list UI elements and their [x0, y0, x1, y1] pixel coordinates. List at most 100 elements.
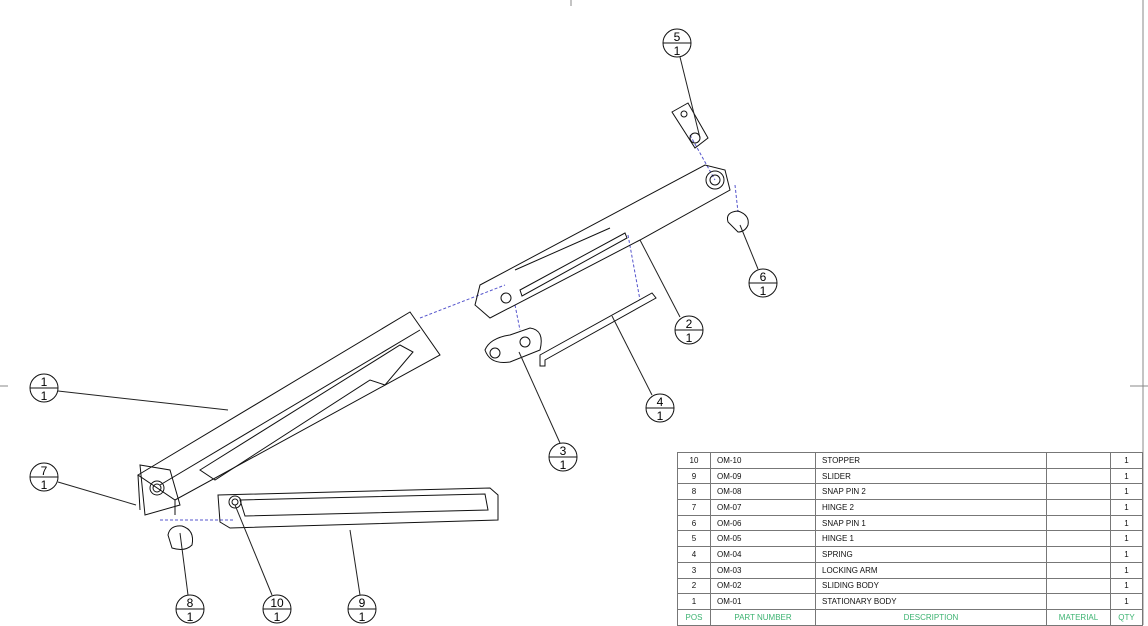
balloon-pos: 8 — [187, 596, 194, 610]
part-stationary-body — [137, 311, 441, 515]
balloon-pos: 9 — [359, 596, 366, 610]
balloon-6: 61 — [748, 268, 778, 298]
bom-cell-part-number: OM-02 — [710, 577, 816, 595]
balloon-8: 81 — [175, 594, 205, 624]
balloon-pos: 4 — [657, 395, 664, 409]
bom-cell-pos: 9 — [677, 467, 711, 485]
bom-cell-pos: 3 — [677, 561, 711, 579]
header-qty: QTY — [1110, 608, 1143, 626]
bom-cell-qty: 1 — [1110, 452, 1143, 469]
part-snap-pin-2 — [167, 525, 193, 550]
balloon-3: 31 — [548, 442, 578, 472]
bom-cell-part-number: OM-03 — [710, 561, 816, 579]
bom-cell-material — [1046, 499, 1111, 516]
bom-cell-description: SPRING — [815, 546, 1047, 563]
part-locking-arm — [484, 327, 542, 363]
part-hinge-2 — [139, 464, 181, 516]
bom-cell-description: HINGE 1 — [815, 530, 1047, 548]
bom-cell-qty: 1 — [1110, 483, 1143, 501]
header-description: DESCRIPTION — [815, 608, 1047, 626]
bom-cell-description: STOPPER — [815, 452, 1047, 469]
bom-cell-material — [1046, 467, 1111, 485]
bom-cell-qty: 1 — [1110, 593, 1143, 610]
part-sliding-body — [474, 164, 731, 319]
bom-cell-material — [1046, 577, 1111, 595]
bom-cell-pos: 10 — [677, 452, 711, 469]
bom-cell-material — [1046, 514, 1111, 532]
bom-cell-pos: 6 — [677, 514, 711, 532]
assembly-centerlines — [160, 134, 739, 521]
bom-cell-description: HINGE 2 — [815, 499, 1047, 516]
bom-cell-pos: 4 — [677, 546, 711, 563]
balloon-5: 51 — [662, 28, 692, 58]
part-slider — [217, 487, 499, 529]
balloon-4: 41 — [645, 393, 675, 423]
bom-cell-pos: 5 — [677, 530, 711, 548]
bom-cell-material — [1046, 483, 1111, 501]
bom-cell-description: SLIDER — [815, 467, 1047, 485]
balloon-pos: 10 — [270, 596, 284, 610]
balloon-7: 71 — [29, 462, 59, 492]
balloon-pos: 2 — [686, 317, 693, 331]
bom-cell-description: SLIDING BODY — [815, 577, 1047, 595]
bom-cell-material — [1046, 452, 1111, 469]
bom-cell-material — [1046, 546, 1111, 563]
balloon-9: 91 — [347, 594, 377, 624]
balloon-2: 21 — [674, 315, 704, 345]
bom-cell-part-number: OM-01 — [710, 593, 816, 610]
balloon-qty: 1 — [560, 458, 567, 472]
bom-cell-part-number: OM-09 — [710, 467, 816, 485]
balloon-qty: 1 — [41, 478, 48, 492]
bom-cell-part-number: OM-06 — [710, 514, 816, 532]
bom-cell-qty: 1 — [1110, 561, 1143, 579]
leader-lines — [57, 56, 759, 596]
bom-cell-description: SNAP PIN 1 — [815, 514, 1047, 532]
bom-header-row: POS PART NUMBER DESCRIPTION MATERIAL QTY — [677, 608, 1143, 626]
header-material: MATERIAL — [1046, 608, 1111, 626]
balloon-pos: 6 — [760, 270, 767, 284]
bom-cell-part-number: OM-07 — [710, 499, 816, 516]
balloon-qty: 1 — [674, 44, 681, 58]
bom-cell-qty: 1 — [1110, 577, 1143, 595]
balloon-pos: 5 — [674, 30, 681, 44]
balloon-1: 11 — [29, 373, 59, 403]
balloon-pos: 7 — [41, 464, 48, 478]
balloon-pos: 3 — [560, 444, 567, 458]
balloon-qty: 1 — [187, 610, 194, 624]
bom-cell-description: SNAP PIN 2 — [815, 483, 1047, 501]
balloon-pos: 1 — [41, 375, 48, 389]
balloon-qty: 1 — [41, 389, 48, 403]
balloon-qty: 1 — [760, 284, 767, 298]
bom-cell-description: LOCKING ARM — [815, 561, 1047, 579]
bom-cell-qty: 1 — [1110, 514, 1143, 532]
bom-cell-qty: 1 — [1110, 530, 1143, 548]
balloon-qty: 1 — [686, 331, 693, 345]
bom-cell-part-number: OM-08 — [710, 483, 816, 501]
balloon-qty: 1 — [274, 610, 281, 624]
bom-cell-part-number: OM-10 — [710, 452, 816, 469]
bom-cell-part-number: OM-04 — [710, 546, 816, 563]
balloon-qty: 1 — [359, 610, 366, 624]
bom-cell-material — [1046, 530, 1111, 548]
bom-cell-qty: 1 — [1110, 546, 1143, 563]
bom-cell-qty: 1 — [1110, 499, 1143, 516]
bom-cell-description: STATIONARY BODY — [815, 593, 1047, 610]
part-spring — [539, 292, 657, 367]
header-pos: POS — [677, 608, 711, 626]
bom-cell-material — [1046, 561, 1111, 579]
bom-cell-pos: 7 — [677, 499, 711, 516]
balloon-qty: 1 — [657, 409, 664, 423]
